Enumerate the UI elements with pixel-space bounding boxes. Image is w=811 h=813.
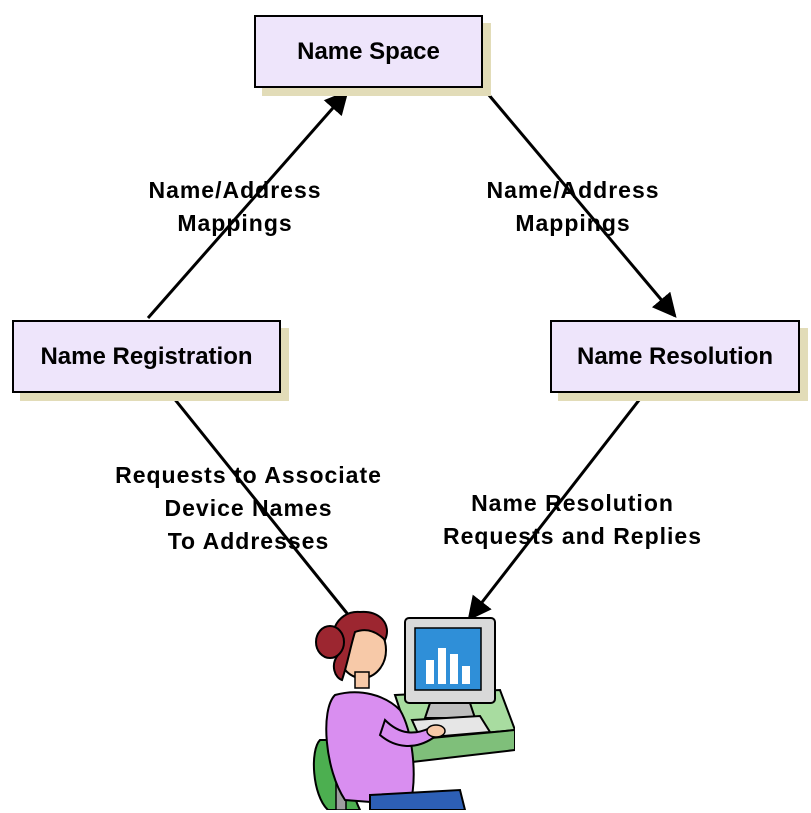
- arrow-resolution-user: [467, 366, 666, 621]
- resolution-requests-label: Name Resolution Requests and Replies: [420, 487, 725, 553]
- arrow-space-to-resolution: [481, 87, 677, 318]
- name-space-box: Name Space: [254, 15, 483, 88]
- name-resolution-label: Name Resolution: [576, 342, 774, 370]
- name-registration-box: Name Registration: [12, 320, 281, 393]
- registration-requests-label: Requests to Associate Device Names To Ad…: [86, 459, 411, 558]
- left-mappings-line-1: Name/Address: [148, 177, 322, 203]
- name-resolution-box: Name Resolution: [550, 320, 800, 393]
- user-at-computer-icon: [312, 610, 515, 810]
- resolution-requests-line-1: Name Resolution: [471, 490, 674, 516]
- resolution-requests-line-2: Requests and Replies: [442, 523, 703, 549]
- arrow-registration-to-space: [146, 90, 349, 319]
- arrow-user-to-registration: [146, 364, 352, 618]
- registration-requests-line-3: To Addresses: [167, 528, 330, 554]
- name-registration-label: Name Registration: [40, 342, 253, 370]
- name-space-label: Name Space: [297, 37, 440, 65]
- right-mappings-line-1: Name/Address: [486, 177, 660, 203]
- registration-requests-line-1: Requests to Associate: [115, 462, 382, 488]
- right-mappings-line-2: Mappings: [515, 210, 631, 236]
- left-mappings-line-2: Mappings: [177, 210, 293, 236]
- right-mappings-label: Name/Address Mappings: [468, 174, 678, 240]
- left-mappings-label: Name/Address Mappings: [130, 174, 340, 240]
- registration-requests-line-2: Device Names: [164, 495, 333, 521]
